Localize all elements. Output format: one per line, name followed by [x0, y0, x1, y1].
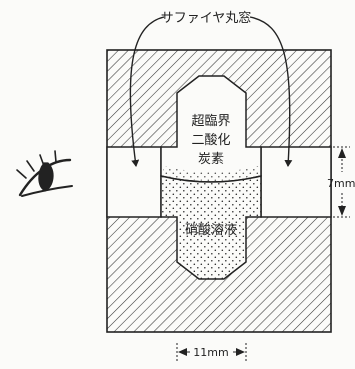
dimension-arrow-icon	[333, 146, 350, 218]
label-supercritical-line2: 二酸化	[191, 133, 230, 148]
eye-icon	[16, 150, 73, 197]
curved-arrow-icon	[129, 16, 165, 167]
sapphire-window-left	[106, 146, 162, 218]
label-height-dimension: 7mm	[327, 177, 355, 190]
label-width-dimension: 11mm	[193, 346, 228, 359]
label-supercritical-line1: 超臨界	[191, 114, 230, 129]
dimension-arrow-icon	[176, 343, 247, 361]
interface-dots	[163, 166, 259, 181]
sapphire-window-right	[260, 146, 332, 218]
nitrate-solution-chamber	[160, 175, 262, 280]
label-nitrate-solution: 硝酸溶液	[185, 223, 237, 238]
label-sapphire-window: サファイヤ丸窓	[161, 10, 252, 26]
curved-arrow-icon	[249, 16, 293, 167]
label-supercritical-line3: 炭素	[198, 152, 224, 167]
